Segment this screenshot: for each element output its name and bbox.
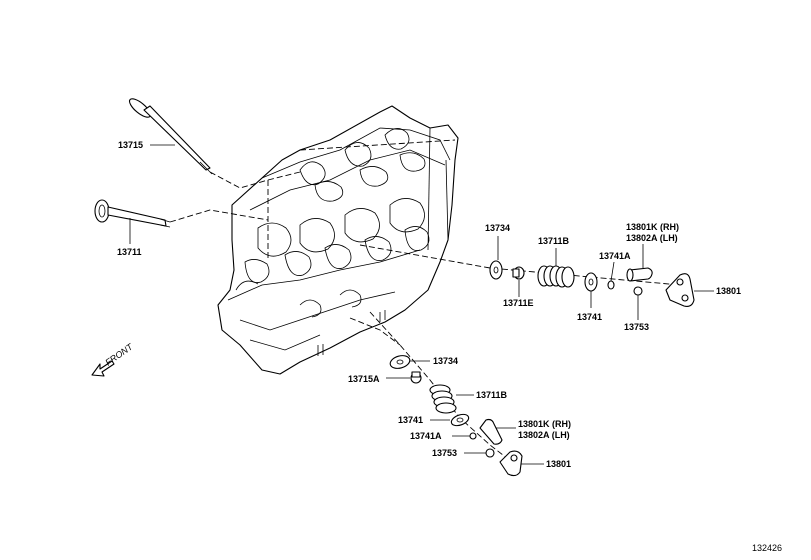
label-13741-lower: 13741 (398, 415, 423, 425)
seat-13734-upper (489, 260, 503, 280)
rocker-13801-upper (665, 273, 695, 307)
label-13801K-lower: 13801K (RH) (518, 419, 571, 429)
lifter-13801K-lower (479, 418, 503, 445)
retainer-13741-upper (584, 272, 598, 292)
front-arrow (91, 360, 115, 377)
rocker-13801-lower (499, 450, 523, 477)
label-13741-upper: 13741 (577, 312, 602, 322)
label-13734-upper: 13734 (485, 223, 510, 233)
seat-13734-lower (389, 355, 411, 369)
leader-13741A-upper (610, 261, 615, 282)
adjuster-13753-lower (485, 448, 495, 458)
lock-13741A-upper (607, 280, 615, 290)
label-13801-lower: 13801 (546, 459, 571, 469)
valve-13711 (94, 199, 171, 228)
seal-13711E-upper (512, 266, 525, 280)
label-13753-lower: 13753 (432, 448, 457, 458)
label-13715A: 13715A (348, 374, 380, 384)
lock-13741A-lower (469, 432, 477, 440)
lifter-13801K-upper (626, 267, 653, 282)
dash-13711 (169, 209, 269, 223)
spring-13711B-lower (429, 384, 457, 414)
label-13741A-lower: 13741A (410, 431, 442, 441)
label-13753-upper: 13753 (624, 322, 649, 332)
label-13711: 13711 (117, 247, 142, 257)
adjuster-13753-upper (633, 286, 643, 296)
spring-13711B-upper (537, 265, 575, 288)
cylinder-head (217, 105, 459, 375)
label-13715: 13715 (118, 140, 143, 150)
diagram-id: 132426 (752, 543, 782, 553)
label-13711B-upper: 13711B (538, 236, 570, 246)
axis-lower (369, 311, 513, 463)
label-13711E: 13711E (503, 298, 534, 308)
retainer-13741-lower (450, 413, 470, 427)
valve-13715 (128, 98, 213, 175)
label-13711B-lower: 13711B (476, 390, 508, 400)
front-label: FRONT (103, 341, 135, 368)
label-13734-lower: 13734 (433, 356, 458, 366)
dash-13715 (209, 171, 269, 189)
label-13801K-upper: 13801K (RH) (626, 222, 679, 232)
label-13741A-upper: 13741A (599, 251, 631, 261)
label-13801-upper: 13801 (716, 286, 741, 296)
dash-lower-frame (349, 317, 401, 346)
label-13802A-upper: 13802A (LH) (626, 233, 678, 243)
seal-13715A-lower (410, 371, 422, 384)
label-13802A-lower: 13802A (LH) (518, 430, 570, 440)
